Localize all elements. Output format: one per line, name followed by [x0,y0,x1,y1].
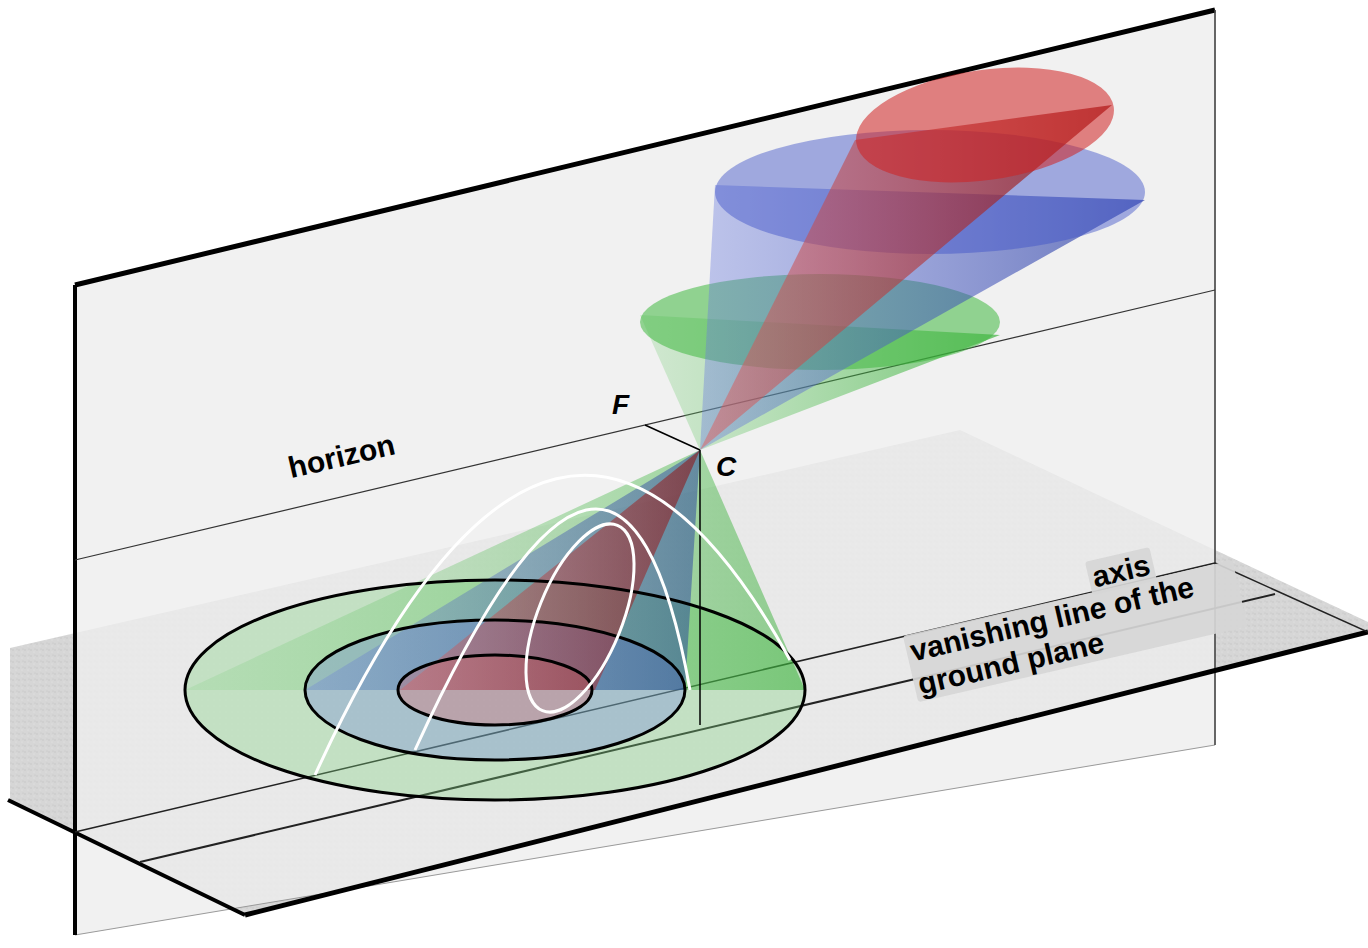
plane-edge [75,10,1215,285]
ground-circle [305,620,685,760]
red-cone [400,450,700,690]
plane-edge [1214,10,1216,745]
plumb-line [699,450,701,725]
ground-circle [398,655,592,725]
red-cone-base [849,52,1122,197]
ellipse-image [504,510,657,727]
point-label: C [716,450,736,484]
plane-edge [73,285,77,935]
parabola-image [315,475,790,775]
ground-circle [185,580,805,800]
picture-plane [75,10,1215,935]
point-label: F [612,388,629,422]
lower-cones [185,450,805,800]
hyperbola-image [415,509,690,750]
ground-edge [8,800,245,915]
upper-cones [640,52,1145,450]
